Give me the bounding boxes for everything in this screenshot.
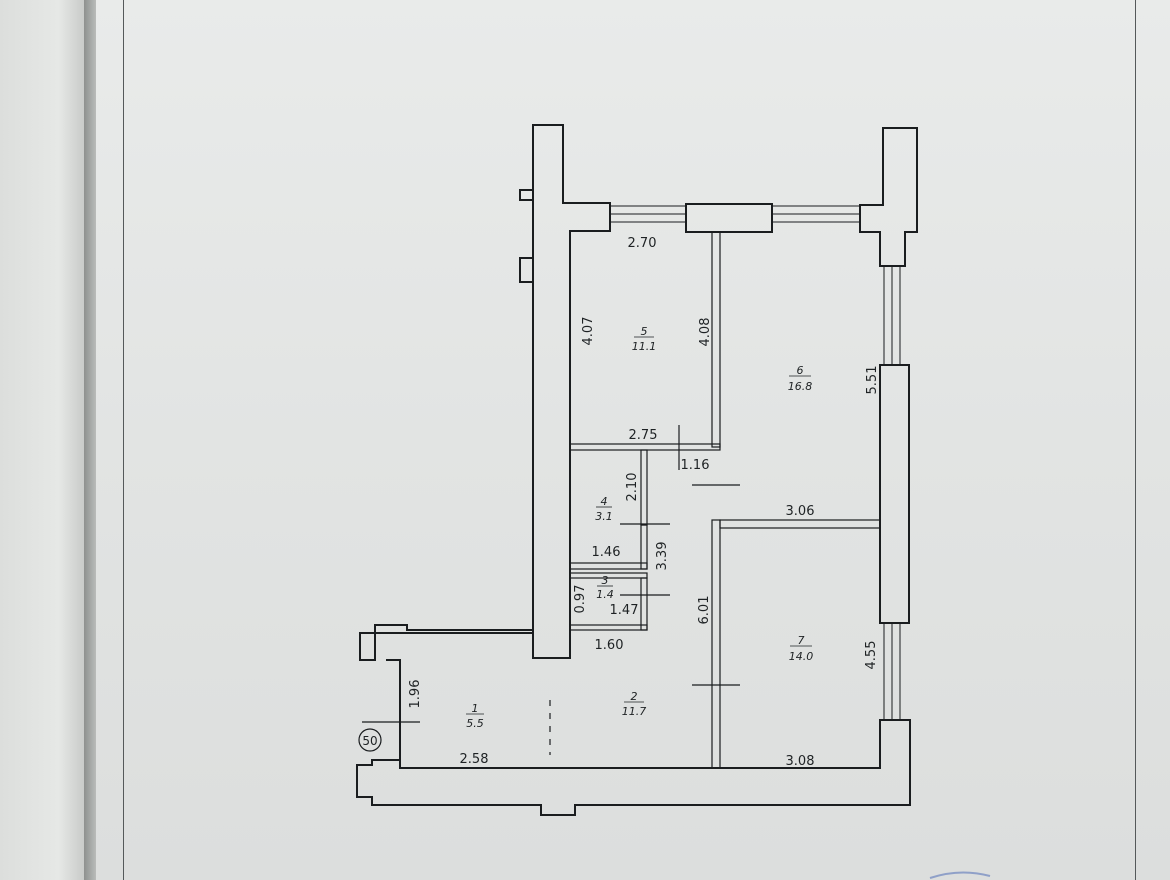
svg-text:14.0: 14.0 [789,650,814,663]
svg-text:50: 50 [362,734,377,748]
pen-mark [929,871,991,879]
svg-text:11.7: 11.7 [622,705,647,718]
outer-walls [356,124,918,816]
frame-line-left [123,0,124,880]
dim-3-08: 3.08 [786,754,815,769]
dim-0-97: 0.97 [573,585,588,614]
dim-4-55: 4.55 [864,641,879,670]
dim-2-70: 2.70 [628,236,657,251]
page-gap [84,0,96,880]
svg-text:11.1: 11.1 [632,340,657,353]
dim-1-96: 1.96 [408,680,423,709]
room-label-6: 6 16.8 [788,364,813,393]
dim-1-47: 1.47 [610,603,639,618]
svg-text:6: 6 [797,364,804,377]
dim-1-46: 1.46 [592,545,621,560]
dim-4-08: 4.08 [698,318,713,347]
dim-2-10: 2.10 [625,473,640,502]
dim-2-75: 2.75 [629,428,658,443]
svg-text:2: 2 [631,690,638,703]
dim-1-16: 1.16 [681,458,710,473]
dim-5-51: 5.51 [865,366,880,395]
room-label-3: 3 1.4 [596,574,614,601]
windows [610,205,901,720]
dimension-labels: 2.70 4.07 4.08 5.51 2.75 1.16 2.10 3.06 … [408,236,880,769]
room-label-4: 4 3.1 [595,495,613,523]
dim-3-06: 3.06 [786,504,815,519]
dim-3-39: 3.39 [655,542,670,571]
svg-text:3: 3 [602,574,609,587]
dim-1-60: 1.60 [595,638,624,653]
room-label-7: 7 14.0 [789,634,814,663]
svg-text:3.1: 3.1 [595,510,613,523]
svg-text:4: 4 [601,495,608,508]
circle-marker: 50 [358,728,382,752]
dim-4-07: 4.07 [581,317,596,346]
frame-line-right [1135,0,1136,880]
room-label-1: 1 5.5 [466,702,484,730]
interior-partitions [362,231,881,769]
svg-text:5.5: 5.5 [466,717,484,730]
svg-text:1.4: 1.4 [596,588,614,601]
svg-text:16.8: 16.8 [788,380,813,393]
svg-text:5: 5 [641,325,648,338]
svg-text:7: 7 [798,634,805,647]
room-label-5: 5 11.1 [632,325,657,353]
room-label-2: 2 11.7 [622,690,647,718]
dim-6-01: 6.01 [697,596,712,625]
background-page-left [0,0,84,880]
drawing-sheet [96,0,1170,880]
dim-2-58: 2.58 [460,752,489,767]
svg-text:1: 1 [472,702,479,715]
